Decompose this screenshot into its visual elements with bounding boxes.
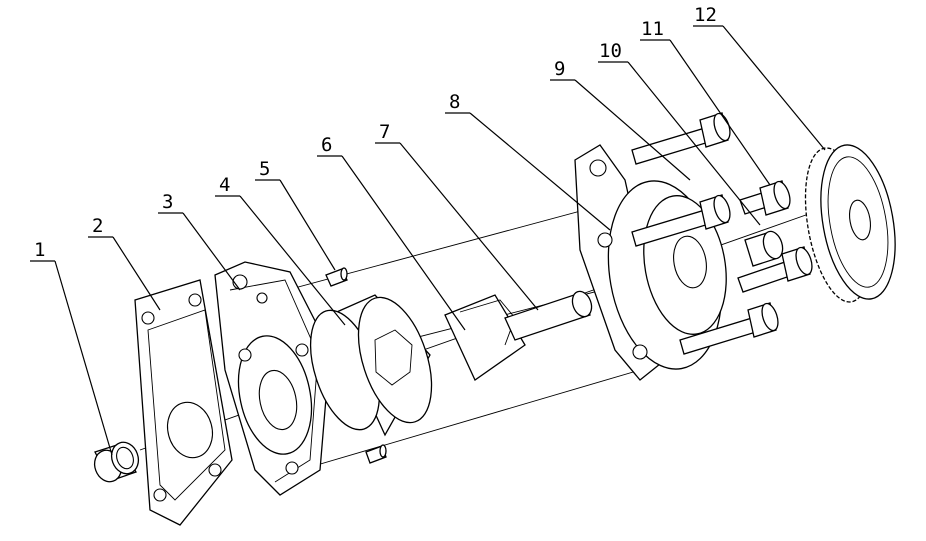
part-9-bolt-lower [679,302,779,355]
part-9-bolt-middle [631,194,731,247]
callout-1: 1 [34,239,45,261]
callout-7: 7 [379,121,390,143]
leader-lines [30,25,826,456]
callout-8: 8 [449,91,460,113]
callout-4: 4 [219,174,230,196]
part-7-drive-shaft [504,290,593,341]
part-2-gasket [134,279,233,526]
part-4-outer-rotor [309,294,433,437]
part-5-dowel-pin-upper [325,267,348,287]
part-8-pump-body [574,144,727,381]
callout-9: 9 [554,58,565,80]
part-11-bolt-upper [739,180,791,216]
callout-11: 11 [641,18,664,40]
callout-2: 2 [92,215,103,237]
callout-labels: 1 2 3 4 5 6 7 8 9 10 11 12 [34,4,717,261]
part-12-drive-gear [804,144,896,303]
callout-10: 10 [599,40,622,62]
callout-3: 3 [162,191,173,213]
callout-12: 12 [694,4,717,26]
part-1-bushing [93,441,140,483]
part-6-inner-rotor [444,294,526,381]
callout-6: 6 [321,134,332,156]
callout-5: 5 [259,158,270,180]
part-5-dowel-pin-lower [365,444,387,464]
part-9-bolt-upper [631,112,731,165]
part-11-bolt-lower [737,246,813,293]
part-3-pump-cover [214,261,331,496]
part-10-sleeve [744,230,784,267]
